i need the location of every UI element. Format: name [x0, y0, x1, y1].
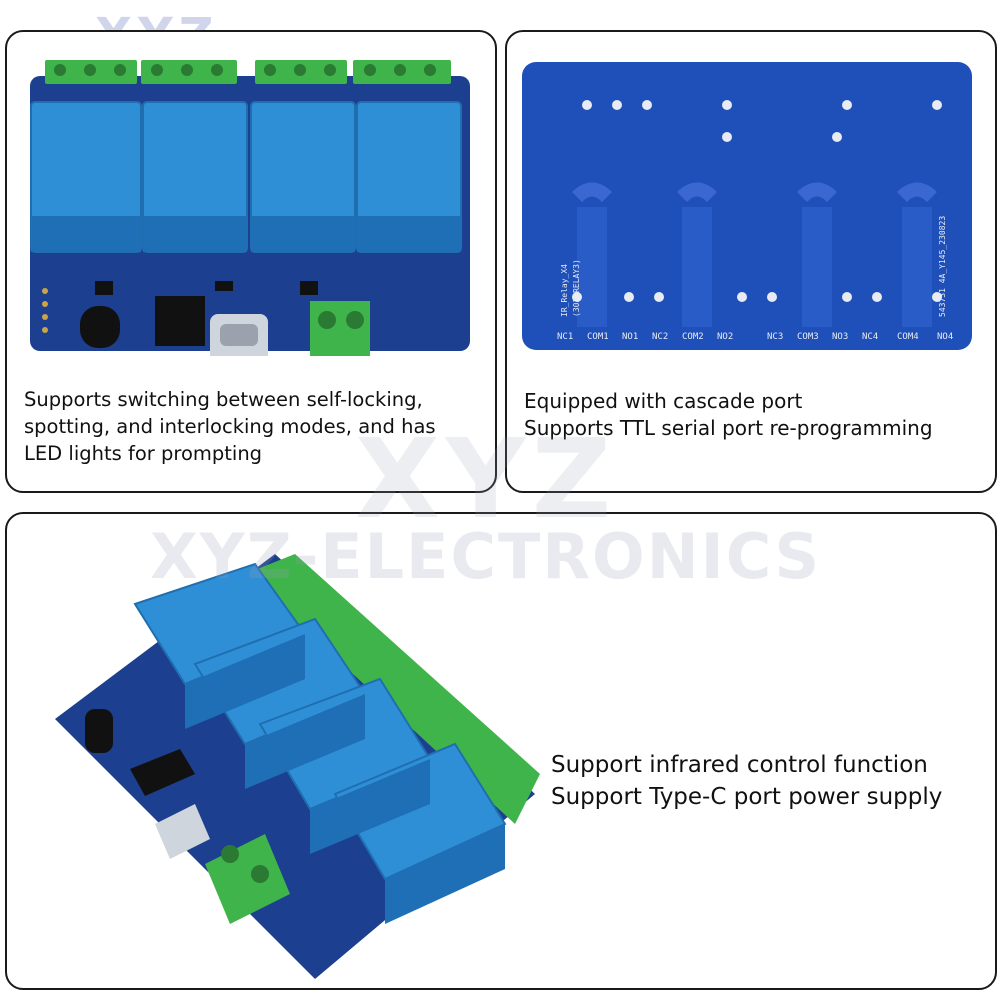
terminal-label: NC4	[862, 332, 878, 342]
terminal-label: NO1	[622, 332, 638, 342]
board-code-label: (3031RELAY3)	[572, 259, 581, 317]
board-name-label: IR_Relay_X4	[560, 264, 569, 317]
terminal-label: NC2	[652, 332, 668, 342]
terminal-label: COM4	[897, 332, 919, 342]
terminal-label: NC1	[557, 332, 573, 342]
panel-back-view: NC1 COM1 NO1 NC2 COM2 NO2 NC3 COM3 NO3 N…	[505, 30, 997, 493]
terminal-label: COM3	[797, 332, 819, 342]
terminal-label: COM1	[587, 332, 609, 342]
caption-modes: Supports switching between self-locking,…	[24, 386, 436, 467]
terminal-label: COM2	[682, 332, 704, 342]
caption-line: Support infrared control function	[551, 752, 928, 778]
caption-infrared: Support infrared control function Suppor…	[551, 749, 942, 813]
relay-board-back-photo: NC1 COM1 NO1 NC2 COM2 NO2 NC3 COM3 NO3 N…	[522, 62, 972, 350]
panel-front-view: Supports switching between self-locking,…	[5, 30, 497, 493]
caption-line: Supports TTL serial port re-programming	[524, 416, 933, 440]
relay-board-front-photo	[30, 60, 470, 356]
relay-board-angled-photo	[55, 554, 540, 979]
caption-line: Supports switching between self-locking,	[24, 388, 423, 411]
caption-cascade: Equipped with cascade port Supports TTL …	[524, 388, 933, 442]
caption-line: Equipped with cascade port	[524, 389, 803, 413]
panel-angled-view: Support infrared control function Suppor…	[5, 512, 997, 990]
caption-line: LED lights for prompting	[24, 442, 263, 465]
terminal-label: NO2	[717, 332, 733, 342]
terminal-label: NO3	[832, 332, 848, 342]
terminal-label: NC3	[767, 332, 783, 342]
terminal-label: NO4	[937, 332, 953, 342]
board-version-label: 543731 4A_Y145_230823	[938, 216, 947, 317]
caption-line: Support Type-C port power supply	[551, 784, 943, 810]
caption-line: spotting, and interlocking modes, and ha…	[24, 415, 436, 438]
